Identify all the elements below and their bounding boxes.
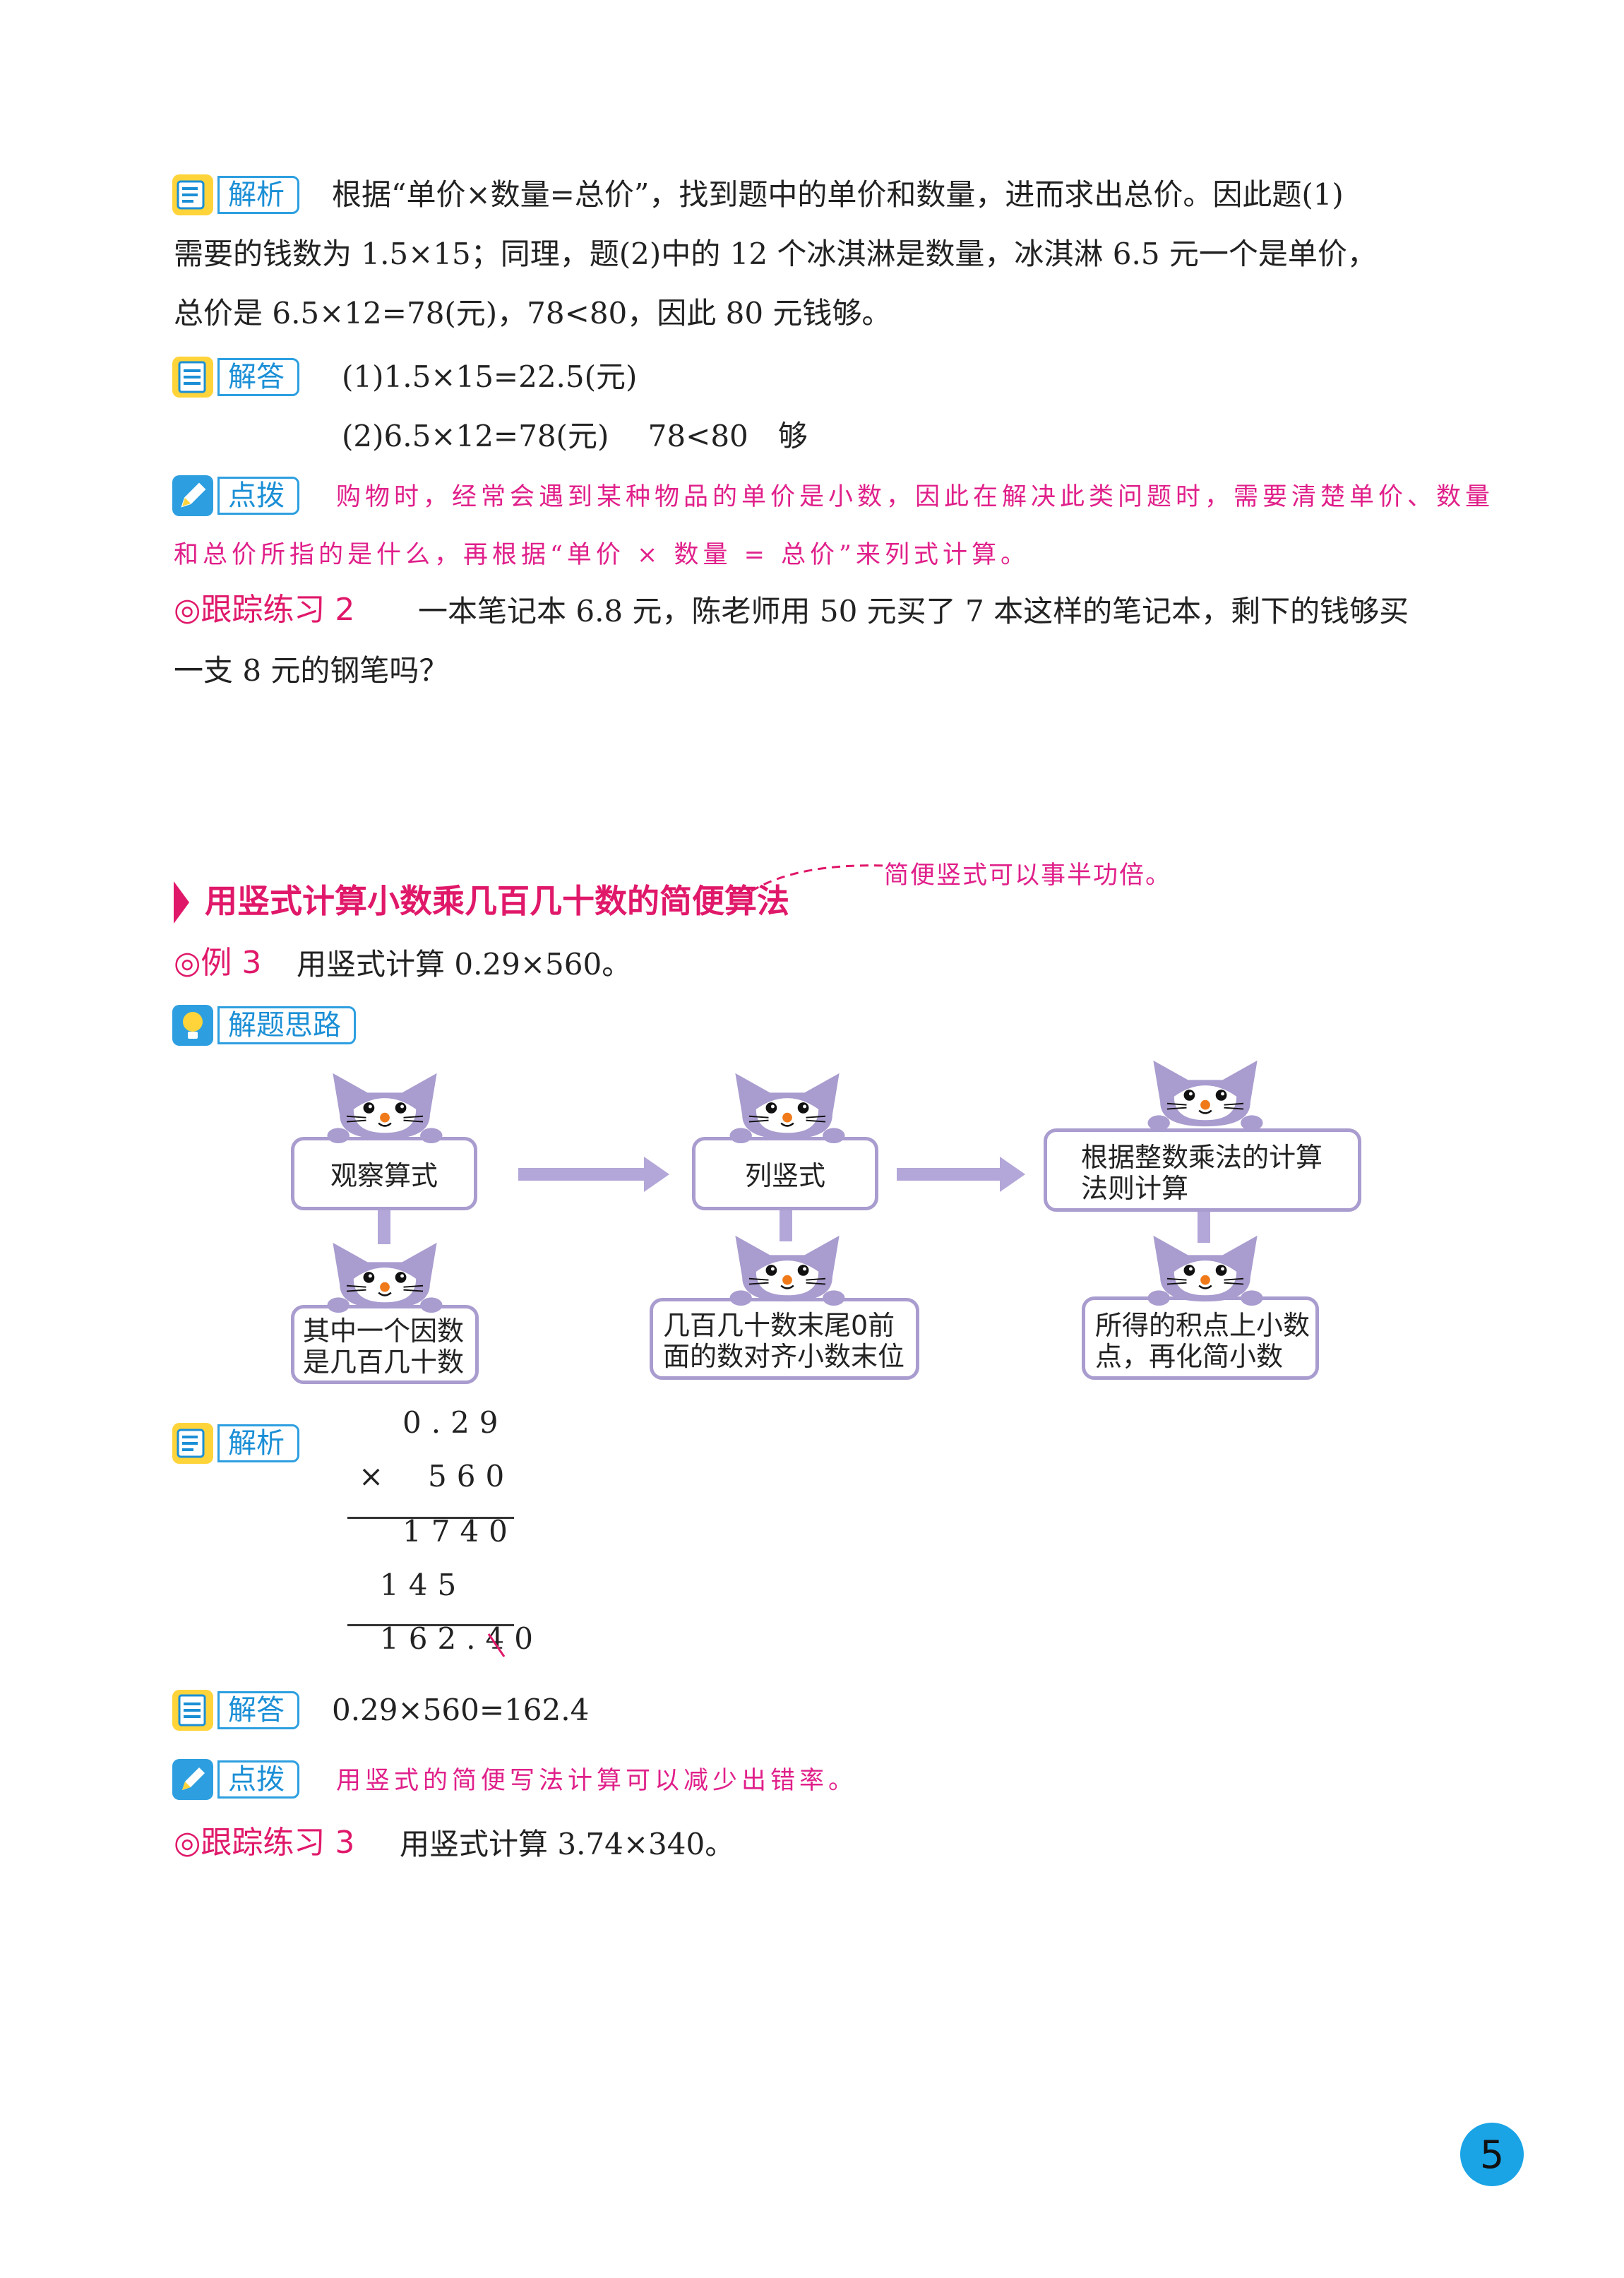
pencil-icon bbox=[172, 475, 213, 516]
flow-connector-3 bbox=[1198, 1212, 1210, 1243]
tip-line-1: 购物时，经常会遇到某种物品的单价是小数，因此在解决此类问题时，需要清楚单价、数量 bbox=[336, 483, 1495, 511]
answer-label: 解答 bbox=[172, 356, 299, 398]
approach-label: 解题思路 bbox=[172, 1004, 356, 1046]
cat-mascot-icon bbox=[1147, 1059, 1264, 1131]
flow-connector-2 bbox=[780, 1210, 792, 1241]
flow-connector-1 bbox=[378, 1210, 390, 1244]
calc-multiplicand: 0.29 bbox=[402, 1405, 508, 1440]
cat-mascot-icon bbox=[326, 1241, 443, 1313]
tip-label-2: 点拨 bbox=[172, 1758, 299, 1801]
practice3-label: ◎跟踪练习 3 bbox=[174, 1825, 355, 1861]
tip-label: 点拨 bbox=[172, 475, 299, 517]
practice2-line-1: 一本笔记本 6.8 元，陈老师用 50 元买了 7 本这样的笔记本，剩下的钱够买 bbox=[418, 594, 1409, 628]
answer-sheet-icon bbox=[172, 357, 213, 398]
flow-note-decimal: 所得的积点上小数 点，再化简小数 bbox=[1082, 1296, 1319, 1380]
lightbulb-icon bbox=[172, 1005, 213, 1046]
answer-line-2: (2)6.5×12=78(元) 78<80 够 bbox=[342, 419, 808, 453]
cat-mascot-icon bbox=[729, 1234, 846, 1306]
flow-note-align: 几百几十数末尾0前 面的数对齐小数末位 bbox=[650, 1298, 919, 1380]
tip-2: 用竖式的简便写法计算可以减少出错率。 bbox=[336, 1767, 858, 1795]
analysis-line-2: 需要的钱数为 1.5×15；同理，题(2)中的 12 个冰淇淋是数量，冰淇淋 6… bbox=[174, 237, 1377, 271]
cat-mascot-icon bbox=[1147, 1234, 1264, 1306]
calc-rule-2 bbox=[347, 1624, 514, 1626]
analysis-line-3: 总价是 6.5×12=78(元)，78<80，因此 80 元钱够。 bbox=[174, 296, 892, 330]
analysis-label-2: 解析 bbox=[172, 1422, 299, 1465]
notes-icon bbox=[172, 174, 213, 215]
calc-rule-1 bbox=[347, 1517, 514, 1519]
example3-text: 用竖式计算 0.29×560。 bbox=[297, 947, 632, 982]
practice2-label: ◎跟踪练习 2 bbox=[174, 592, 355, 628]
page-number: 5 bbox=[1460, 2123, 1524, 2186]
flow-step-compute: 根据整数乘法的计算 法则计算 bbox=[1044, 1128, 1361, 1212]
pencil-icon bbox=[172, 1759, 213, 1800]
tip-line-2: 和总价所指的是什么，再根据“单价 × 数量 = 总价”来列式计算。 bbox=[174, 541, 1029, 569]
notes-icon bbox=[172, 1423, 213, 1464]
practice2-line-2: 一支 8 元的钢笔吗？ bbox=[174, 653, 449, 688]
flow-arrow-1 bbox=[518, 1157, 669, 1192]
example3-label: ◎例 3 bbox=[174, 945, 262, 981]
calc-partial-2: 145 bbox=[380, 1568, 467, 1602]
section-note: 简便竖式可以事半功倍。 bbox=[884, 861, 1172, 890]
section-note-curve bbox=[751, 864, 888, 893]
section-marker-icon bbox=[174, 881, 189, 924]
flow-arrow-2 bbox=[897, 1157, 1025, 1192]
calc-partial-1: 1740 bbox=[402, 1514, 518, 1549]
calc-operator: × bbox=[359, 1459, 394, 1493]
calc-product: 162.40 bbox=[380, 1621, 543, 1656]
analysis-label: 解析 bbox=[172, 174, 299, 216]
flow-step-vertical: 列竖式 bbox=[692, 1137, 878, 1210]
analysis-line-1: 根据“单价×数量=总价”，找到题中的单价和数量，进而求出总价。因此题(1) bbox=[332, 177, 1344, 212]
answer-line-1: (1)1.5×15=22.5(元) bbox=[342, 359, 638, 394]
section-title: 用竖式计算小数乘几百几十数的简便算法 bbox=[205, 882, 789, 920]
answer-label-2: 解答 bbox=[172, 1689, 299, 1731]
flow-note-factor: 其中一个因数 是几百几十数 bbox=[291, 1305, 479, 1384]
strike-mark-icon bbox=[487, 1633, 506, 1657]
flow-step-observe: 观察算式 bbox=[291, 1137, 477, 1210]
practice3-text: 用竖式计算 3.74×340。 bbox=[400, 1827, 735, 1861]
answer-sheet-icon bbox=[172, 1690, 213, 1731]
calc-multiplier: 560 bbox=[428, 1459, 515, 1493]
cat-mascot-icon bbox=[729, 1072, 846, 1144]
answer-2: 0.29×560=162.4 bbox=[332, 1693, 590, 1727]
cat-mascot-icon bbox=[326, 1072, 443, 1144]
